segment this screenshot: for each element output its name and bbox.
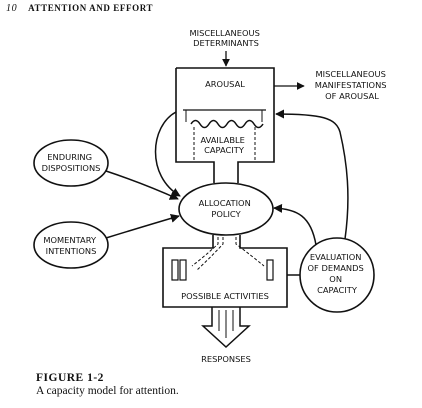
activity-slot-right [266, 259, 274, 281]
running-header: 10 ATTENTION AND EFFORT [6, 3, 153, 14]
possible-activities-label: POSSIBLE ACTIVITIES [181, 291, 269, 301]
allocation-channels [191, 237, 265, 271]
momentary-intentions-node [33, 221, 109, 269]
responses-arrow [201, 307, 251, 349]
evaluation-to-arousal-arrow [275, 109, 349, 240]
capacity-wave [190, 119, 264, 129]
activities-box [162, 235, 288, 308]
activity-slot-left-1 [171, 259, 179, 281]
figure-caption: FIGURE 1-2 A capacity model for attentio… [36, 372, 179, 398]
running-title: ATTENTION AND EFFORT [28, 3, 154, 13]
momentary-intentions-label: MOMENTARY INTENTIONS [43, 235, 98, 256]
arousal-box-left [175, 68, 215, 183]
responses-arrow-inner [218, 310, 234, 338]
arousal-label: AROUSAL [205, 79, 245, 89]
available-capacity-label: AVAILABLE CAPACITY [200, 135, 247, 155]
evaluation-to-allocation-arrow [273, 203, 317, 246]
misc-determinants-label: MISCELLANEOUS DETERMINANTS [190, 28, 263, 48]
allocation-policy-node [178, 182, 274, 236]
misc-manifestations-label: MISCELLANEOUS MANIFESTATIONS OF AROUSAL [315, 69, 389, 101]
intentions-to-allocation-arrow [105, 213, 180, 239]
enduring-dispositions-label: ENDURING DISPOSITIONS [42, 152, 101, 173]
page-number: 10 [6, 3, 18, 14]
capacity-dashed-walls [193, 127, 256, 160]
responses-label: RESPONSES [201, 354, 251, 364]
enduring-dispositions-node [33, 139, 109, 187]
figure-label: FIGURE 1-2 [36, 372, 104, 384]
evaluation-label: EVALUATION OF DEMANDS ON CAPACITY [308, 252, 367, 295]
allocation-policy-label: ALLOCATION POLICY [199, 198, 254, 219]
figure-description: A capacity model for attention. [36, 385, 179, 397]
capacity-to-allocation-arrow [154, 111, 181, 197]
arousal-box [176, 67, 275, 183]
activity-slot-left-2 [179, 259, 187, 281]
